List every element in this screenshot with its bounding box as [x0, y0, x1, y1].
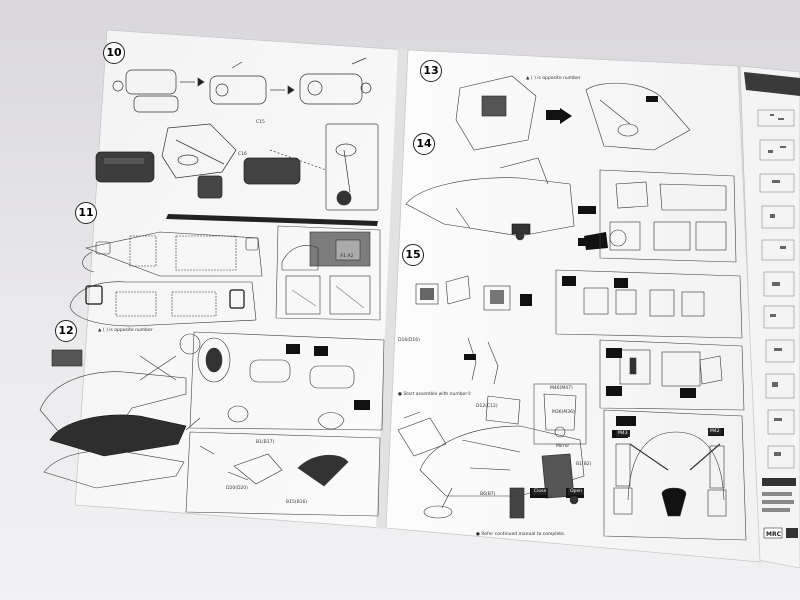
part-label: C16 — [238, 152, 247, 157]
step-13-illustration — [455, 75, 691, 151]
step-number-badge: 10 — [103, 42, 125, 64]
part-label: C15 — [256, 120, 265, 125]
step-14-illustration — [405, 157, 737, 263]
part-label: B15(B16) — [286, 500, 308, 505]
step-10-illustration — [95, 57, 379, 211]
step-12-illustration — [39, 331, 385, 517]
part-label: B6(B7) — [480, 492, 496, 497]
part-label: M42 — [708, 428, 722, 435]
part-label: D20(D20) — [226, 486, 248, 491]
opposite-number-note: ▲ ( ) is opposite number — [98, 328, 153, 333]
part-label: Mirror — [556, 444, 570, 449]
start-assemble-note: ● Start assemble with number① — [398, 392, 472, 397]
brand-logo: MRC — [766, 531, 782, 538]
open-label: Open — [568, 488, 585, 495]
step-11-illustration — [69, 214, 381, 327]
step-number-badge: 11 — [75, 202, 97, 224]
step-number-badge: 12 — [55, 320, 77, 342]
part-label: D16(D16) — [398, 338, 420, 343]
part-label: M36(M36) — [552, 410, 575, 415]
close-label: Close — [532, 488, 549, 495]
left-page — [74, 29, 410, 529]
part-label: B1(B2) — [576, 462, 592, 467]
step-number-badge: 15 — [402, 244, 424, 266]
step-number-badge: 13 — [420, 60, 442, 82]
continued-manual-note: ● Refer continued manual to complete. — [476, 532, 566, 537]
step-number-badge: 14 — [413, 133, 435, 155]
part-label: B1(B17) — [256, 440, 275, 445]
part-label: M43 — [616, 430, 630, 437]
part-label: M46(M47) — [550, 386, 573, 391]
opposite-number-note: ▲ ( ) is opposite number — [526, 76, 581, 81]
part-label: D12(C12) — [476, 404, 498, 409]
part-label: A1 A2 — [340, 254, 354, 259]
right-page — [385, 49, 761, 563]
